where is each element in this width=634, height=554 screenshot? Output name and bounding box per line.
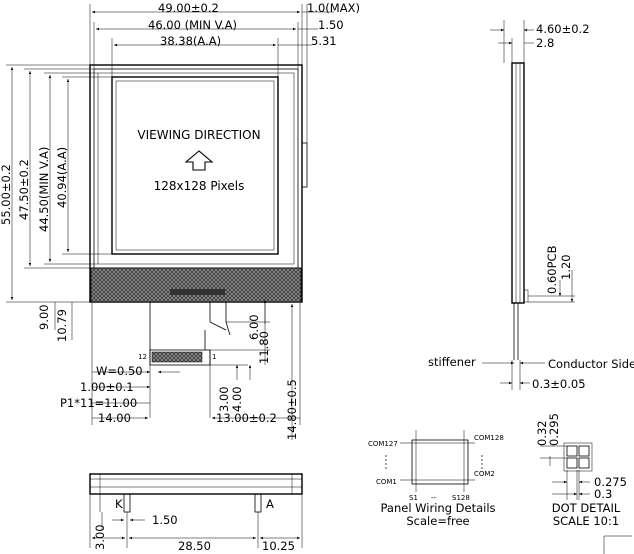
dim-p-total-label: P1*11=11.00 <box>60 396 137 410</box>
dot-detail-title: DOT DETAIL <box>552 501 621 515</box>
stiffener-label: stiffener <box>428 355 476 369</box>
dim-va-height-label: 47.50±0.2 <box>17 159 31 220</box>
dim-1180-label: 11.80 <box>257 331 271 364</box>
pin-a <box>254 493 262 513</box>
dim-aa-offset-label: 5.31 <box>311 34 337 48</box>
side-body <box>511 62 525 304</box>
wiring-title: Panel Wiring Details <box>380 501 495 515</box>
dim-va-offset-label: 1.50 <box>318 18 344 32</box>
fpc-bond <box>170 289 225 295</box>
com127-label: COM127 <box>368 440 398 448</box>
dim-thick-28-label: 2.8 <box>536 36 554 50</box>
front-view: VIEWING DIRECTION 128x128 Pixels 12 1 <box>89 64 308 366</box>
wiring-scale: Scale=free <box>406 514 469 528</box>
dim-overall-height-label: 55.00±0.2 <box>0 164 13 225</box>
dim-min-va-height-label: 44.50(MIN V.A) <box>37 147 51 232</box>
dim-pcb-060-label: 0.60PCB <box>545 245 559 294</box>
side-tab <box>301 142 308 188</box>
dim-032-label: 0.32 <box>535 420 549 446</box>
com1-label: COM1 <box>376 478 397 486</box>
dim-150-label: 1.50 <box>152 513 178 527</box>
pin-12-label: 12 <box>138 353 147 361</box>
left-dimensions <box>6 64 112 340</box>
dim-1400-label: 14.00 <box>98 411 131 425</box>
dash-label: -- <box>431 494 437 502</box>
dim-fpc-thick-label: 0.3±0.05 <box>532 377 586 391</box>
conductor-side-label: Conductor Side <box>548 357 634 371</box>
s128-label: S128 <box>452 494 470 502</box>
dim-300-label: 3.00 <box>217 386 231 412</box>
fpc-dimensions <box>91 300 301 440</box>
s1-label: S1 <box>409 494 418 502</box>
dim-1025-label: 10.25 <box>262 539 295 553</box>
dim-600-label: 6.00 <box>247 314 261 340</box>
dim-min-va-label: 46.00 (MIN V.A) <box>148 18 237 32</box>
bottom-body <box>89 473 303 495</box>
viewing-direction-label: VIEWING DIRECTION <box>137 128 260 142</box>
dim-03-label: 0.3 <box>594 487 612 501</box>
dim-bottom-300-label: 3.00 <box>93 524 107 550</box>
dim-1300-label: 13.00±0.2 <box>216 411 277 425</box>
top-dimensions <box>89 4 334 143</box>
dot-detail-diagram <box>540 442 632 554</box>
dim-0295-label: 0.295 <box>547 413 561 446</box>
bottom-view <box>89 473 303 548</box>
pin-1-label: 1 <box>212 353 216 361</box>
a-pin-label: A <box>266 497 274 511</box>
dim-width-w-label: W=0.50 <box>96 364 143 378</box>
dim-fpc-9-label: 9.00 <box>37 304 51 330</box>
dim-tab-max-label: 1.0(MAX) <box>307 1 360 15</box>
dim-thick-460-label: 4.60±0.2 <box>536 22 590 36</box>
active-area-inner <box>115 80 275 251</box>
active-area <box>111 76 279 255</box>
dim-aa-height-label: 40.94(A.A) <box>55 147 69 208</box>
dot-detail-scale: SCALE 10:1 <box>553 514 619 528</box>
dim-1480-label: 14.80±0.5 <box>285 379 299 440</box>
wiring-panel <box>411 439 469 485</box>
seal-hatch <box>90 267 302 303</box>
dim-2850-label: 28.50 <box>178 539 211 553</box>
view-area-outline <box>97 72 295 265</box>
dim-pcb-120-label: 1.20 <box>559 254 573 280</box>
dim-0275-label: 0.275 <box>594 475 627 489</box>
dim-overall-width-label: 49.00±0.2 <box>158 1 219 15</box>
side-view <box>482 20 575 390</box>
dim-pitch-label: 1.00±0.1 <box>80 380 134 394</box>
resolution-label: 128x128 Pixels <box>154 179 245 193</box>
arrow-up-icon <box>184 150 214 171</box>
com128-label: COM128 <box>474 434 504 442</box>
k-pin-label: K <box>115 497 123 511</box>
bezel-inner <box>93 68 299 269</box>
dim-aa-width-label: 38.38(A.A) <box>160 34 221 48</box>
panel-wiring-diagram <box>385 430 483 492</box>
com2-label: COM2 <box>474 470 495 478</box>
fpc-cable <box>149 302 231 366</box>
pin-k <box>123 493 131 513</box>
dim-fpc-1079-label: 10.79 <box>55 309 69 342</box>
dim-400-label: 4.00 <box>230 386 244 412</box>
